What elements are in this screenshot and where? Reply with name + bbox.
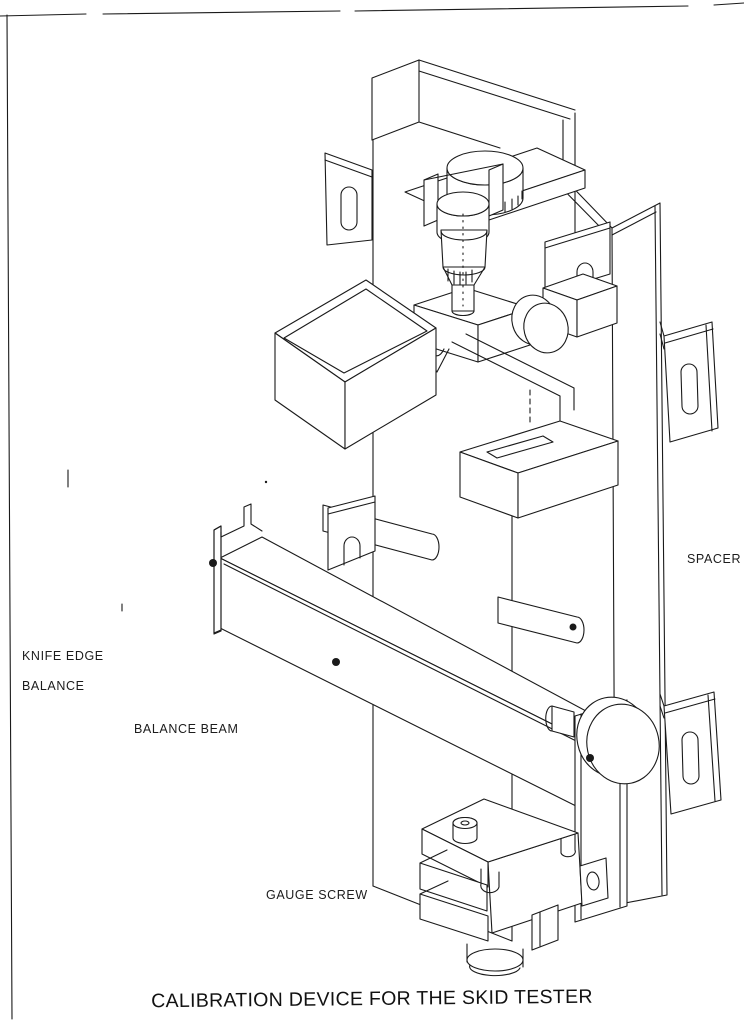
mid-arch-bracket: [327, 495, 376, 571]
clamp-screw-knob: [511, 294, 569, 354]
spacer-bracket-upper: [659, 321, 719, 443]
gauge-screw-assembly: [419, 798, 583, 951]
label-gauge-screw: GAUGE SCREW: [266, 888, 368, 902]
top-channel-bracket: [371, 59, 576, 149]
gauge-screw-foot: [466, 943, 524, 977]
label-balance-beam: BALANCE BEAM: [134, 722, 239, 736]
reference-dots: [209, 559, 594, 762]
open-box: [274, 279, 437, 450]
balance-disc-weight: [576, 696, 660, 785]
beam-pivot-stub: [545, 705, 575, 738]
micrometer-clamp-yoke: [423, 163, 504, 227]
spacer-bracket-lower: [659, 691, 722, 815]
oval-hole-bracket: [579, 857, 609, 907]
label-knife-edge-balance: KNIFE EDGE BALANCE: [22, 649, 104, 694]
left-slot-bracket: [324, 152, 373, 246]
support-arm: [451, 333, 575, 422]
label-spacer: SPACER: [687, 552, 742, 566]
label-knife-edge-line1: KNIFE EDGE: [22, 649, 104, 663]
micrometer-spindle: [436, 191, 490, 317]
pivot-pin-lower: [497, 596, 585, 644]
u-channel-block: [459, 389, 619, 519]
upper-arch-bracket: [544, 221, 611, 295]
label-knife-edge-line2: BALANCE: [22, 679, 85, 693]
